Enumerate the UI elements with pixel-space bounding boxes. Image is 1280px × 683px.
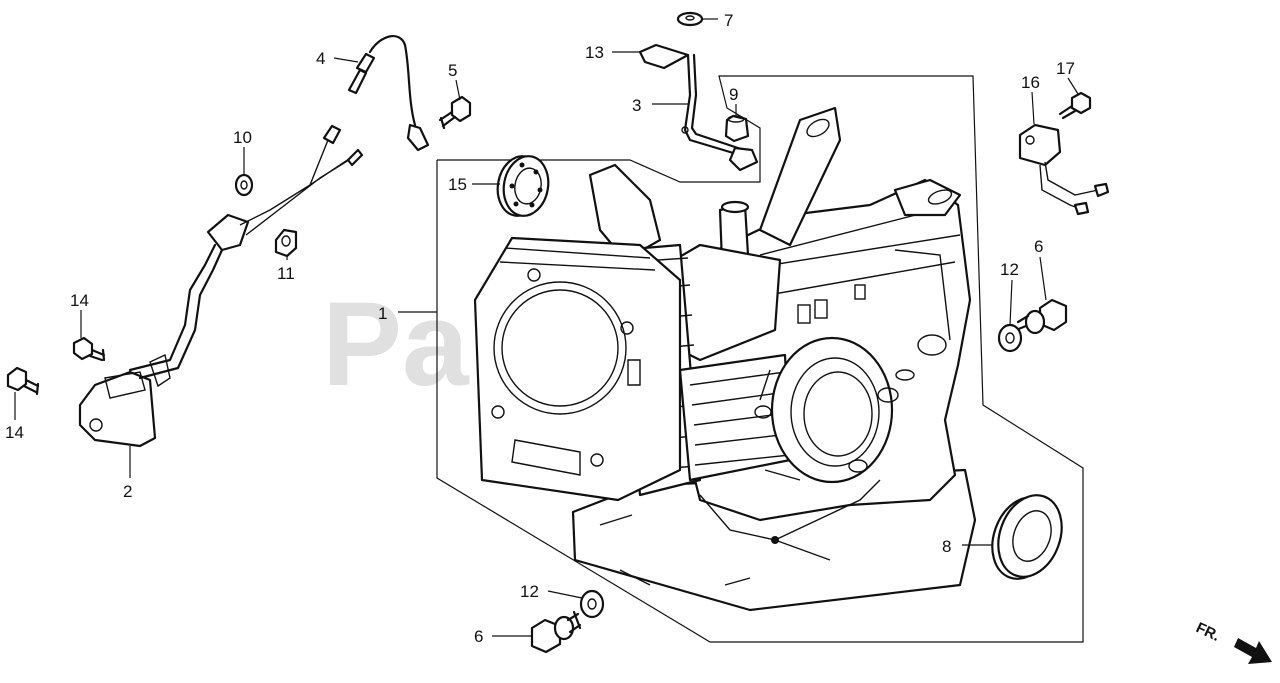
callout-12-upper[interactable]: 12: [1000, 260, 1019, 279]
callout-11[interactable]: 11: [277, 264, 295, 283]
spark-plug-wire-part[interactable]: [347, 35, 430, 152]
callout-leaders: [14, 18, 1079, 637]
bolt-part-17[interactable]: [1058, 91, 1092, 120]
front-label: FR.: [1193, 619, 1222, 645]
callout-17[interactable]: 17: [1056, 59, 1075, 78]
callout-6-lower[interactable]: 6: [474, 627, 483, 646]
flange-bolt-part-lower[interactable]: [530, 610, 582, 654]
callout-5[interactable]: 5: [448, 61, 457, 80]
bolt-part-5[interactable]: [438, 95, 472, 130]
cylinder-block-part[interactable]: [473, 106, 977, 612]
callout-16[interactable]: 16: [1021, 73, 1040, 92]
flange-bolt-part-upper[interactable]: [1014, 298, 1068, 335]
callout-2[interactable]: 2: [123, 482, 132, 501]
washer-part-7[interactable]: [676, 11, 704, 27]
switch-unit-part[interactable]: [1018, 123, 1110, 216]
callout-15[interactable]: 15: [448, 175, 467, 194]
callout-1[interactable]: 1: [378, 304, 387, 323]
callout-10[interactable]: 10: [233, 128, 252, 147]
bolt-part-14-lower[interactable]: [6, 366, 40, 396]
wire-clip-part[interactable]: [638, 43, 690, 70]
bolt-part-14-upper[interactable]: [72, 336, 106, 362]
front-direction-indicator: FR.: [1193, 619, 1272, 664]
stop-bracket-part[interactable]: [681, 53, 759, 172]
front-arrow-icon: [1234, 638, 1272, 664]
callout-14-lower[interactable]: 14: [5, 423, 24, 442]
callout-14-upper[interactable]: 14: [70, 291, 89, 310]
callout-3[interactable]: 3: [632, 96, 641, 115]
ignition-coil-part[interactable]: [78, 124, 364, 448]
oil-seal-part[interactable]: [981, 486, 1072, 587]
callout-7[interactable]: 7: [724, 11, 733, 30]
grommet-part[interactable]: [724, 114, 750, 143]
callout-9[interactable]: 9: [729, 85, 738, 104]
callout-labels: 1 2 3 4 5 6 6 7 8 9 10 11 12 12 13 14 14…: [5, 11, 1075, 646]
nut-part[interactable]: [274, 228, 298, 258]
washer-part-10[interactable]: [234, 173, 254, 197]
callout-8[interactable]: 8: [942, 537, 951, 556]
callout-4[interactable]: 4: [316, 49, 325, 68]
assembly-outline: [436, 75, 1084, 643]
callout-13[interactable]: 13: [585, 43, 604, 62]
callout-12-lower[interactable]: 12: [520, 582, 539, 601]
washer-part-12-upper[interactable]: [997, 323, 1023, 353]
callout-6-upper[interactable]: 6: [1034, 237, 1043, 256]
ball-bearing-part[interactable]: [493, 153, 553, 220]
washer-part-12-lower[interactable]: [579, 589, 605, 619]
